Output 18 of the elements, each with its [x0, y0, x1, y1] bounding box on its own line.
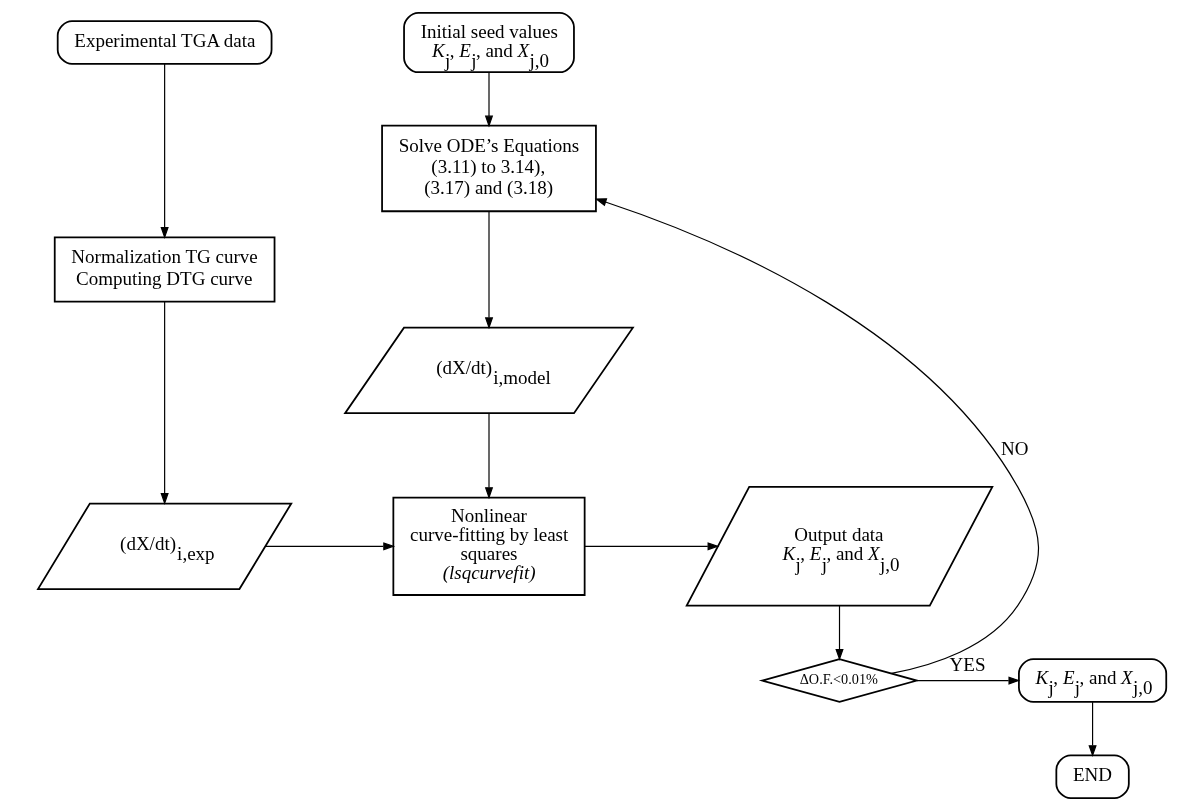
node-box: Experimental TGA data	[56, 20, 273, 65]
node-box: Normalization TG curve Computing DTG curve	[53, 236, 276, 303]
edge-label: YES	[949, 653, 986, 675]
edge-label: NO	[1001, 437, 1029, 459]
node-box: Nonlinear curve-fitting by least squares (lsqcurvefit)	[392, 496, 586, 596]
arrow	[160, 301, 169, 505]
arrow	[484, 413, 494, 500]
arrow	[835, 605, 844, 661]
arrow	[594, 198, 1040, 674]
node-box: Solve ODE’s Equations (3.11) to 3.14), (3.17) and (3.18)	[381, 124, 597, 213]
arrow	[584, 542, 720, 551]
arrow	[484, 71, 494, 128]
arrow	[484, 210, 494, 330]
arrow	[264, 542, 396, 551]
arrow	[1088, 701, 1097, 758]
arrow	[916, 676, 1021, 685]
node-box: END	[1055, 754, 1130, 800]
arrow	[160, 63, 169, 239]
